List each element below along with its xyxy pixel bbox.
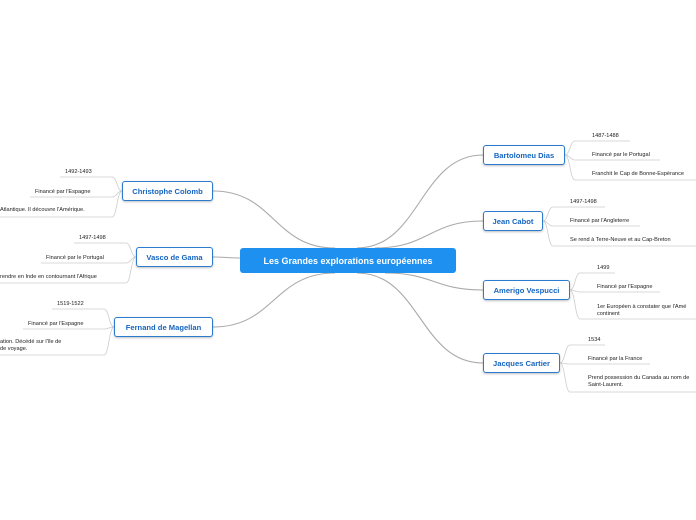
leaf-connector xyxy=(564,154,696,181)
leaf-connector xyxy=(569,289,660,293)
leaf-connector xyxy=(30,190,123,198)
fact-line: Atlantique. Il découvre l'Amérique. xyxy=(0,207,85,213)
leaf-connector xyxy=(74,242,137,258)
explorer-node-christophe-colomb[interactable]: Christophe Colomb xyxy=(122,181,213,201)
explorer-fact[interactable]: Se rend à Terre-Neuve et au Cap-Breton xyxy=(570,237,671,244)
branch-line xyxy=(212,272,336,328)
leaf-connector xyxy=(559,362,696,393)
explorer-fact[interactable]: Atlantique. Il découvre l'Amérique. xyxy=(0,207,85,214)
branch-line xyxy=(356,154,484,249)
explorer-node-bartolomeu-dias[interactable]: Bartolomeu Dias xyxy=(483,145,565,165)
leaf-connector xyxy=(0,190,123,218)
explorer-financing[interactable]: Financé par la France xyxy=(588,356,643,362)
fact-line: de voyage. xyxy=(0,346,28,353)
branch-line xyxy=(212,256,241,259)
explorer-dates[interactable]: 1497-1498 xyxy=(79,235,106,241)
explorer-dates[interactable]: 1487-1488 xyxy=(592,133,619,139)
leaf-connector xyxy=(52,308,115,328)
fact-line: Saint-Laurent. xyxy=(588,382,624,389)
explorer-node-fernand-de-magellan[interactable]: Fernand de Magellan xyxy=(114,317,213,337)
explorer-financing[interactable]: Financé par le Portugal xyxy=(46,255,104,261)
branch-line xyxy=(384,272,484,291)
explorer-dates[interactable]: 1534 xyxy=(588,337,601,343)
leaf-connector xyxy=(41,256,137,264)
branch-line xyxy=(374,220,484,249)
explorer-financing[interactable]: Financé par l'Angleterre xyxy=(570,218,630,224)
leaf-connector xyxy=(0,256,137,284)
explorer-node-jean-cabot[interactable]: Jean Cabot xyxy=(483,211,543,231)
explorer-node-amerigo-vespucci[interactable]: Amerigo Vespucci xyxy=(483,280,570,300)
leaf-connector xyxy=(569,272,615,291)
fact-line: Prend possession du Canada au nom de xyxy=(588,375,690,381)
explorer-fact[interactable]: Franchit le Cap de Bonne-Espérance xyxy=(592,171,684,178)
leaf-connector xyxy=(542,220,696,247)
leaf-connector xyxy=(564,154,660,161)
explorer-fact[interactable]: 1er Européen à constater que l'Amé conti… xyxy=(597,304,686,318)
fact-line: ation. Décédé sur l'île de xyxy=(0,339,62,345)
explorer-financing[interactable]: Financé par l'Espagne xyxy=(597,284,653,290)
fact-line: Franchit le Cap de Bonne-Espérance xyxy=(592,171,685,177)
central-topic[interactable]: Les Grandes explorations européennes xyxy=(240,248,456,273)
explorer-dates[interactable]: 1499 xyxy=(597,265,610,271)
explorer-dates[interactable]: 1519-1522 xyxy=(57,301,84,307)
explorer-dates[interactable]: 1497-1498 xyxy=(570,199,597,205)
leaf-connector xyxy=(0,326,115,356)
fact-line: Se rend à Terre-Neuve et au Cap-Breton xyxy=(570,237,671,243)
explorer-financing[interactable]: Financé par l'Espagne xyxy=(35,189,91,195)
explorer-dates[interactable]: 1492-1493 xyxy=(65,169,92,175)
fact-line: rendre en Inde en contournant l'Afrique xyxy=(0,274,97,280)
fact-line: continent xyxy=(597,311,620,318)
explorer-fact[interactable]: ation. Décédé sur l'île de de voyage. xyxy=(0,339,61,353)
explorer-node-vasco-de-gama[interactable]: Vasco de Gama xyxy=(136,247,213,267)
fact-line: 1er Européen à constater que l'Amé xyxy=(597,304,687,310)
explorer-financing[interactable]: Financé par l'Espagne xyxy=(28,321,84,327)
leaf-connector xyxy=(559,362,650,365)
leaf-connector xyxy=(559,344,605,364)
explorer-financing[interactable]: Financé par le Portugal xyxy=(592,152,650,158)
branch-line xyxy=(212,190,336,249)
leaf-connector xyxy=(564,140,630,156)
explorer-fact[interactable]: Prend possession du Canada au nom de Sai… xyxy=(588,375,689,389)
explorer-node-jacques-cartier[interactable]: Jacques Cartier xyxy=(483,353,560,373)
leaf-connector xyxy=(542,206,605,222)
leaf-connector xyxy=(569,289,696,320)
leaf-connector xyxy=(23,326,115,330)
leaf-connector xyxy=(542,220,640,227)
branch-line xyxy=(356,272,484,364)
explorer-fact[interactable]: rendre en Inde en contournant l'Afrique xyxy=(0,274,97,281)
leaf-connector xyxy=(60,176,123,192)
